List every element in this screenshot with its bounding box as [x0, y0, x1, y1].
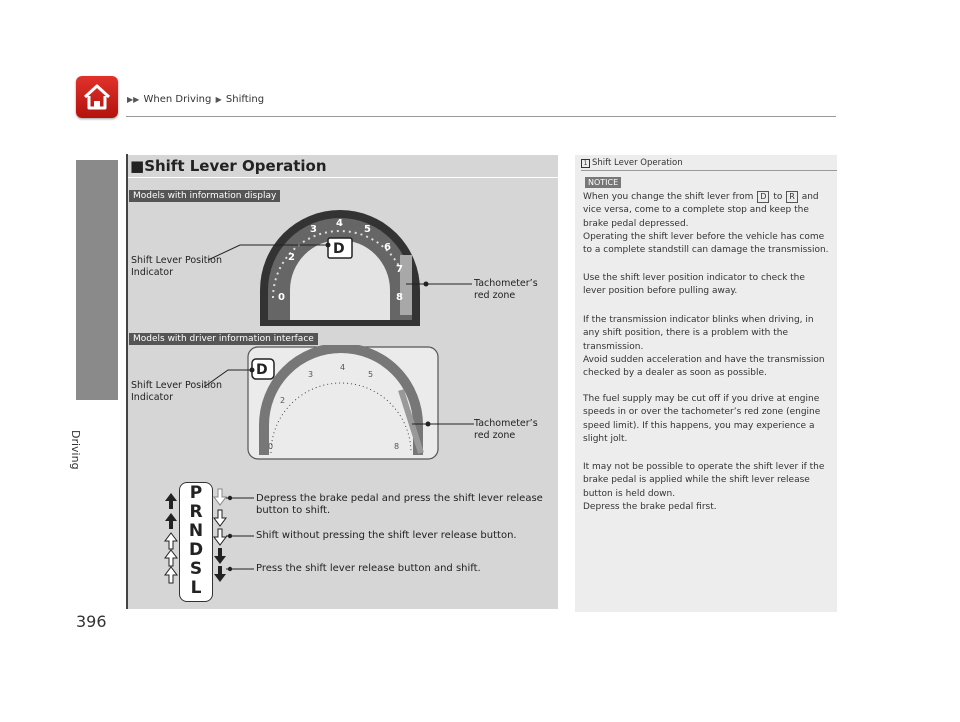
gauge-number: 3 [308, 370, 313, 379]
key-d: D [757, 191, 770, 203]
sidebar-paragraph: When you change the shift lever from D t… [583, 191, 829, 256]
model-tag-driver-information-interface: Models with driver information interface [129, 333, 318, 345]
header-divider [126, 116, 836, 117]
gauge-number: 8 [396, 292, 403, 303]
callout-tachometer-red-zone: Tachometer’s red zone [474, 278, 538, 301]
gray-arrow-down-icon [213, 488, 227, 506]
solid-arrow-up-icon [165, 513, 177, 529]
hollow-arrow-down-icon [213, 509, 227, 527]
gauge-number: 2 [288, 252, 295, 263]
solid-arrow-down-icon [214, 566, 226, 582]
driver-information-gauge: 0 2 3 4 5 8 D [247, 345, 439, 460]
chapter-tab [76, 160, 118, 400]
gauge-number: 0 [278, 292, 285, 303]
breadcrumb: ▶▶ When Driving ▶ Shifting [126, 94, 264, 105]
leader-line [207, 242, 331, 261]
sidebar-paragraph: It may not be possible to operate the sh… [583, 462, 825, 512]
gauge-number: 0 [268, 442, 273, 451]
shift-position-d: D [188, 540, 204, 560]
gauge-number: 2 [280, 396, 285, 405]
legend-brake-and-button: Depress the brake pedal and press the sh… [256, 493, 543, 516]
gauge-number: 6 [384, 242, 391, 253]
gauge-number: 8 [394, 442, 399, 451]
callout-shift-position-indicator: Shift Lever Position Indicator [131, 380, 222, 403]
notice-badge: NOTICE [585, 177, 622, 188]
key-r: R [786, 191, 798, 203]
note-marker-icon: 1 [581, 159, 590, 168]
shift-gate: P R N D S L [179, 482, 213, 602]
breadcrumb-arrow-icon: ▶▶ [127, 95, 140, 104]
legend-press-button: Press the shift lever release button and… [256, 563, 481, 574]
callout-shift-position-indicator: Shift Lever Position Indicator [131, 255, 222, 278]
home-button[interactable] [76, 76, 118, 118]
breadcrumb-arrow-icon: ▶ [215, 95, 222, 104]
gauge-number: 7 [396, 264, 403, 275]
shift-position-r: R [189, 502, 203, 522]
leader-line [412, 421, 474, 427]
chapter-label: Driving [69, 430, 82, 470]
sidebar-divider [581, 170, 837, 171]
information-display-gauge: 0 2 3 4 5 6 7 8 D [260, 210, 420, 326]
legend-leaders [226, 495, 254, 572]
gauge-number: 4 [340, 363, 345, 372]
section-rule [126, 154, 128, 609]
sidebar-panel [575, 155, 837, 612]
square-bullet-icon: ■ [130, 157, 145, 175]
shift-arrows-up [164, 493, 178, 584]
gauge-number: 5 [364, 224, 371, 235]
solid-arrow-down-icon [214, 548, 226, 564]
hollow-arrow-up-icon [164, 549, 178, 567]
breadcrumb-item[interactable]: Shifting [225, 94, 265, 105]
page-number: 396 [76, 612, 107, 631]
leader-line [406, 281, 472, 287]
breadcrumb-item[interactable]: When Driving [143, 94, 212, 105]
shift-indicator-letter: D [333, 241, 345, 257]
shift-position-s: S [189, 559, 203, 579]
gauge-number: 5 [368, 370, 373, 379]
hollow-arrow-down-icon [213, 528, 227, 546]
hollow-arrow-up-icon [164, 566, 178, 584]
gauge-number: 3 [310, 224, 317, 235]
sidebar-paragraph: The fuel supply may be cut off if you dr… [583, 394, 821, 444]
shift-position-l: L [190, 578, 202, 598]
hollow-arrow-up-icon [164, 532, 178, 550]
section-title: ■Shift Lever Operation [130, 157, 327, 175]
leader-line [203, 367, 255, 388]
shift-position-n: N [188, 521, 204, 541]
model-tag-information-display: Models with information display [129, 190, 281, 202]
gauge-number: 4 [336, 218, 343, 229]
section-heading-bar [126, 155, 558, 177]
sidebar-paragraph: If the transmission indicator blinks whe… [583, 315, 825, 379]
legend-no-button: Shift without pressing the shift lever r… [256, 530, 517, 541]
callout-tachometer-red-zone: Tachometer’s red zone [474, 418, 538, 441]
solid-arrow-up-icon [165, 493, 177, 509]
shift-indicator-letter: D [256, 362, 268, 378]
home-icon [83, 84, 111, 110]
shift-position-p: P [189, 483, 203, 503]
shift-arrows-down [213, 488, 227, 582]
sidebar-paragraph: Use the shift lever position indicator t… [583, 273, 805, 297]
